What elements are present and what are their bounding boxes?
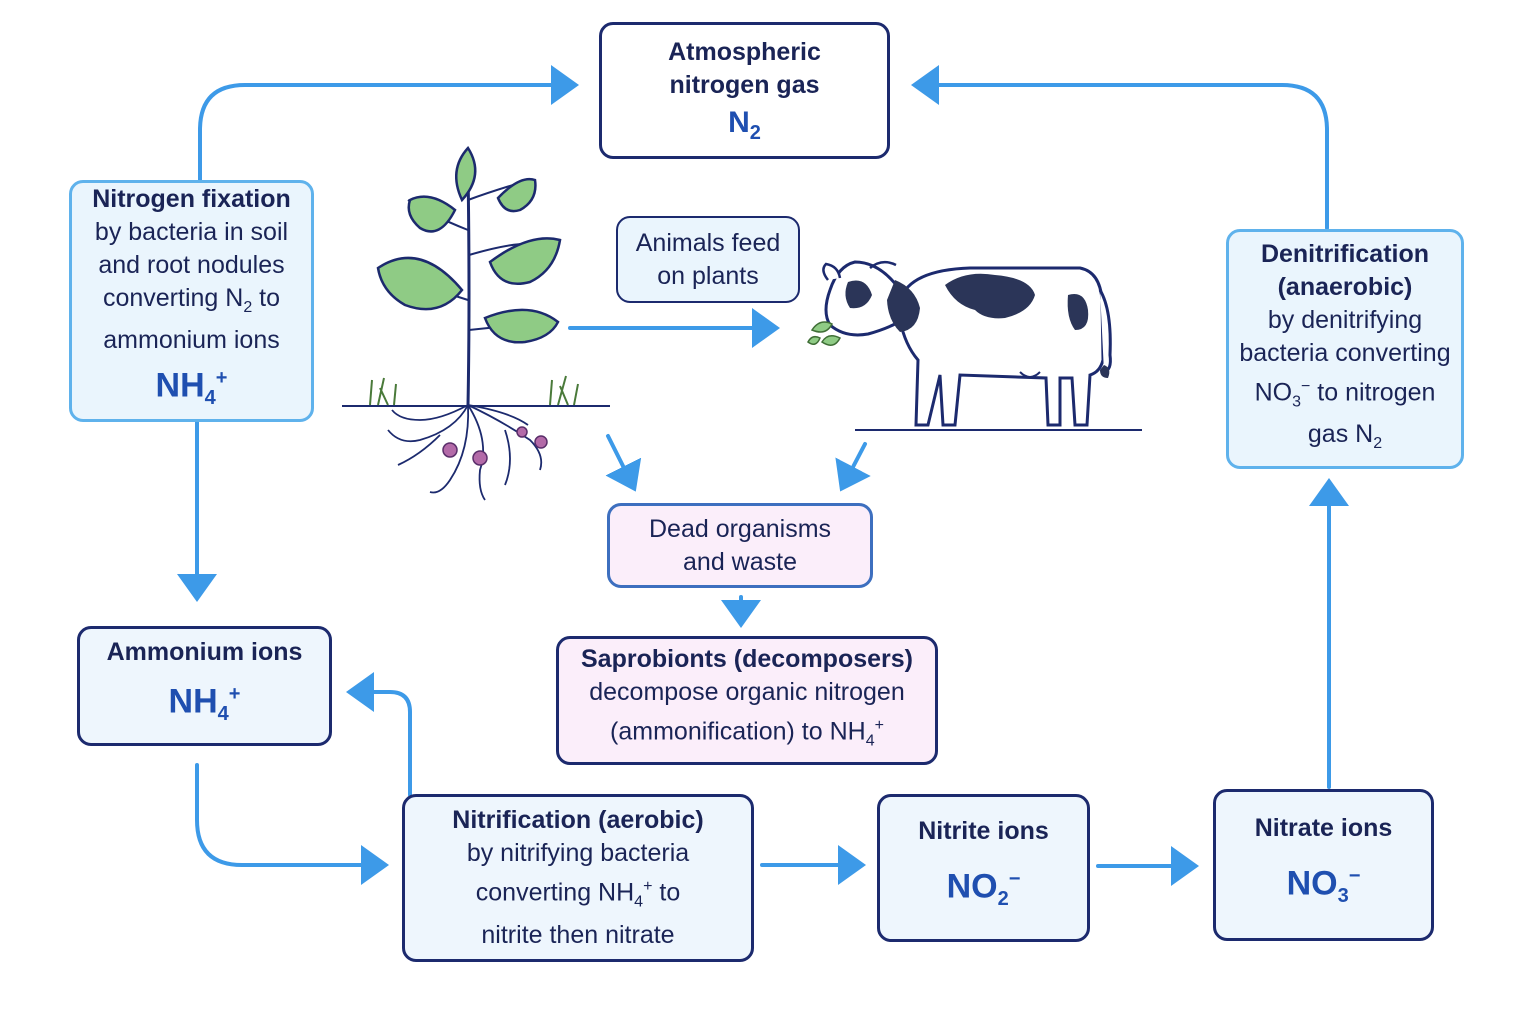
nitrification-line3: nitrite then nitrate: [481, 920, 675, 949]
fixation-line4: ammonium ions: [103, 325, 280, 354]
nitrite-ions-box: Nitrite ions NO2−: [877, 794, 1090, 942]
denitrification-line3: NO3− to nitrogen: [1255, 370, 1436, 418]
denitrification-line3-pre: NO: [1254, 378, 1293, 407]
animals-line1: Animals feed: [635, 228, 781, 257]
fixation-formula: NH4+: [156, 357, 228, 419]
denitrification-title-line1: Denitrification: [1260, 239, 1430, 268]
denitrification-line3-sup: −: [1300, 377, 1311, 395]
dead-line2: and waste: [683, 547, 797, 576]
nitrite-formula-sup: −: [1008, 868, 1021, 891]
nitrite-formula-base: NO: [946, 867, 998, 906]
animals-feed-box: Animals feed on plants: [616, 216, 800, 303]
nitrate-formula-base: NO: [1286, 864, 1338, 903]
ammonium-formula-sup: +: [228, 683, 241, 706]
arrow-ammonium-to-nitrification: [195, 763, 389, 885]
fixation-line1: by bacteria in soil: [94, 217, 289, 246]
atmospheric-nitrogen-box: Atmospheric nitrogen gas N2: [599, 22, 890, 159]
nitrite-formula: NO2−: [947, 858, 1021, 920]
denitrification-line3-sub: 3: [1292, 393, 1301, 411]
denitrification-title-line2: (anaerobic): [1277, 272, 1413, 301]
ammonium-formula: NH4+: [169, 673, 241, 735]
arrow-fixation-to-atmosphere: [198, 65, 579, 182]
cow-icon: [807, 260, 1142, 431]
denitrification-box: Denitrification (anaerobic) by denitrify…: [1226, 229, 1464, 469]
fixation-line3: converting N2 to: [103, 282, 280, 324]
saprobionts-line2-pre: (ammonification) to NH: [610, 717, 866, 746]
saprobionts-line1: decompose organic nitrogen: [589, 678, 905, 707]
denitrification-line4: gas N2: [1308, 418, 1382, 460]
dead-organisms-box: Dead organisms and waste: [607, 503, 873, 588]
nitrogen-fixation-box: Nitrogen fixation by bacteria in soil an…: [69, 180, 314, 422]
atmosphere-formula: N2: [728, 106, 761, 145]
nitrate-formula: NO3−: [1287, 855, 1361, 917]
saprobionts-line2: (ammonification) to NH4+: [610, 709, 884, 757]
atmosphere-formula-base: N: [728, 106, 750, 139]
nitrification-line1: by nitrifying bacteria: [466, 839, 690, 868]
plant-icon: [342, 145, 610, 501]
fixation-line2: and root nodules: [98, 250, 285, 279]
nitrification-line2-sup: +: [643, 878, 653, 896]
saprobionts-box: Saprobionts (decomposers) decompose orga…: [556, 636, 938, 765]
fixation-formula-sub: 4: [204, 387, 216, 410]
saprobionts-line2-sup: +: [874, 717, 884, 735]
fixation-title: Nitrogen fixation: [92, 184, 291, 213]
denitrification-line3-post: to nitrogen: [1310, 378, 1436, 407]
nitrate-formula-sub: 3: [1337, 885, 1349, 908]
nitrate-ions-box: Nitrate ions NO3−: [1213, 789, 1434, 941]
nitrification-line2: converting NH4+ to: [476, 870, 680, 918]
fixation-line3-pre: converting N: [102, 283, 244, 312]
nitrification-line2-pre: converting NH: [475, 878, 635, 907]
denitrification-line4-pre: gas N: [1307, 420, 1374, 449]
arrow-denitrification-to-atmosphere: [911, 65, 1329, 230]
nitrite-formula-sub: 2: [997, 888, 1009, 911]
atmosphere-title-line1: Atmospheric: [668, 38, 821, 66]
denitrification-line1: by denitrifying: [1267, 305, 1423, 334]
arrow-nitrification-to-ammonium: [346, 672, 412, 797]
nitrite-title: Nitrite ions: [918, 817, 1049, 846]
atmosphere-formula-sub: 2: [749, 122, 761, 144]
fixation-line3-post: to: [252, 283, 281, 312]
ammonium-formula-sub: 4: [217, 703, 229, 726]
fixation-line3-sub: 2: [243, 298, 253, 316]
ammonium-title: Ammonium ions: [106, 638, 303, 667]
fixation-formula-base: NH: [155, 366, 205, 405]
denitrification-line4-sub: 2: [1373, 435, 1383, 453]
saprobionts-line2-sub: 4: [865, 732, 875, 750]
nitrate-title: Nitrate ions: [1254, 814, 1393, 843]
arrow-plant-to-dead: [605, 434, 642, 492]
dead-line1: Dead organisms: [648, 514, 832, 543]
denitrification-line2: bacteria converting: [1239, 338, 1451, 367]
animals-line2: on plants: [657, 261, 759, 290]
nitrification-title: Nitrification (aerobic): [452, 806, 704, 835]
nitrification-box: Nitrification (aerobic) by nitrifying ba…: [402, 794, 754, 962]
fixation-formula-sup: +: [215, 366, 228, 389]
nitrate-formula-sup: −: [1348, 865, 1361, 888]
atmosphere-title-line2: nitrogen gas: [669, 71, 820, 99]
saprobionts-title: Saprobionts (decomposers): [581, 645, 913, 674]
ammonium-formula-base: NH: [168, 682, 218, 721]
nitrification-line2-sub: 4: [634, 893, 644, 911]
ammonium-ions-box: Ammonium ions NH4+: [77, 626, 332, 746]
nitrification-line2-post: to: [652, 878, 681, 907]
arrow-cow-to-dead: [835, 442, 871, 492]
